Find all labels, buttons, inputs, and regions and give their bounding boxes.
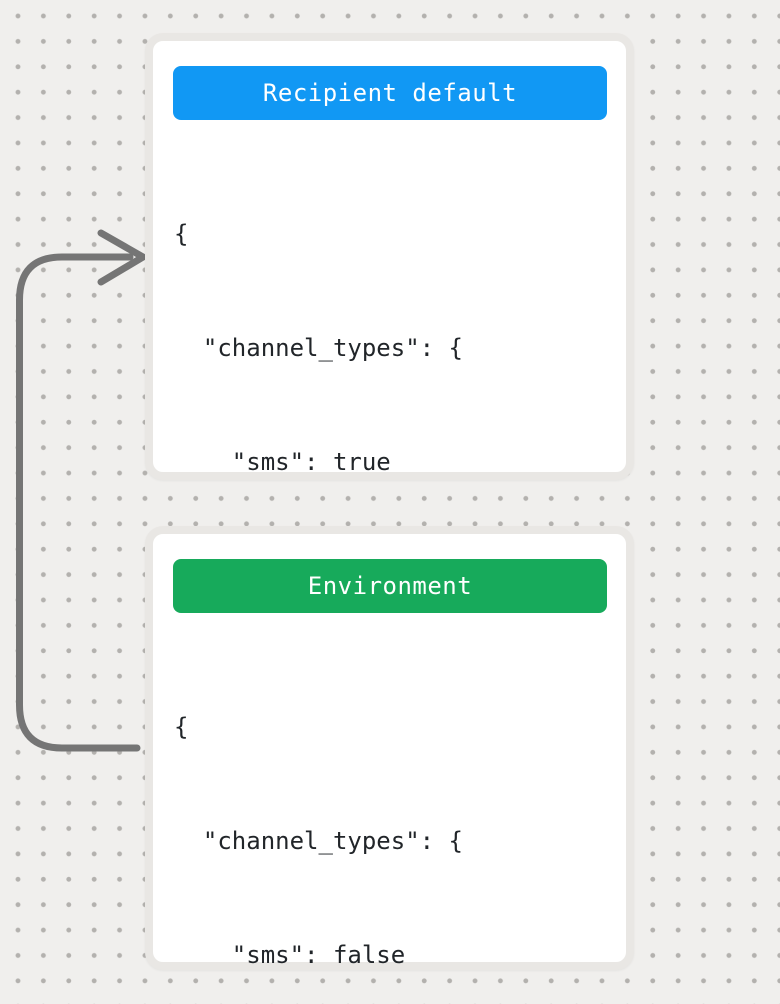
- merge-arrow-line: [16, 253, 141, 752]
- recipient-default-header-label: Recipient default: [262, 79, 518, 107]
- code-line: "channel_types": {: [174, 334, 463, 362]
- card-environment: Environment { "channel_types": { "sms": …: [145, 526, 634, 970]
- environment-header-label: Environment: [307, 572, 473, 600]
- environment-header-badge: Environment: [173, 559, 607, 613]
- merge-arrow-head-icon: [97, 229, 147, 286]
- code-line: "channel_types": {: [174, 827, 463, 855]
- code-line: "sms": false: [174, 941, 406, 969]
- code-line: {: [174, 220, 189, 248]
- code-line: "sms": true: [174, 448, 391, 476]
- environment-json: { "channel_types": { "sms": false }, "ca…: [174, 632, 614, 1004]
- recipient-default-header-badge: Recipient default: [173, 66, 607, 120]
- card-recipient-default: Recipient default { "channel_types": { "…: [145, 33, 634, 932]
- code-line: {: [174, 713, 189, 741]
